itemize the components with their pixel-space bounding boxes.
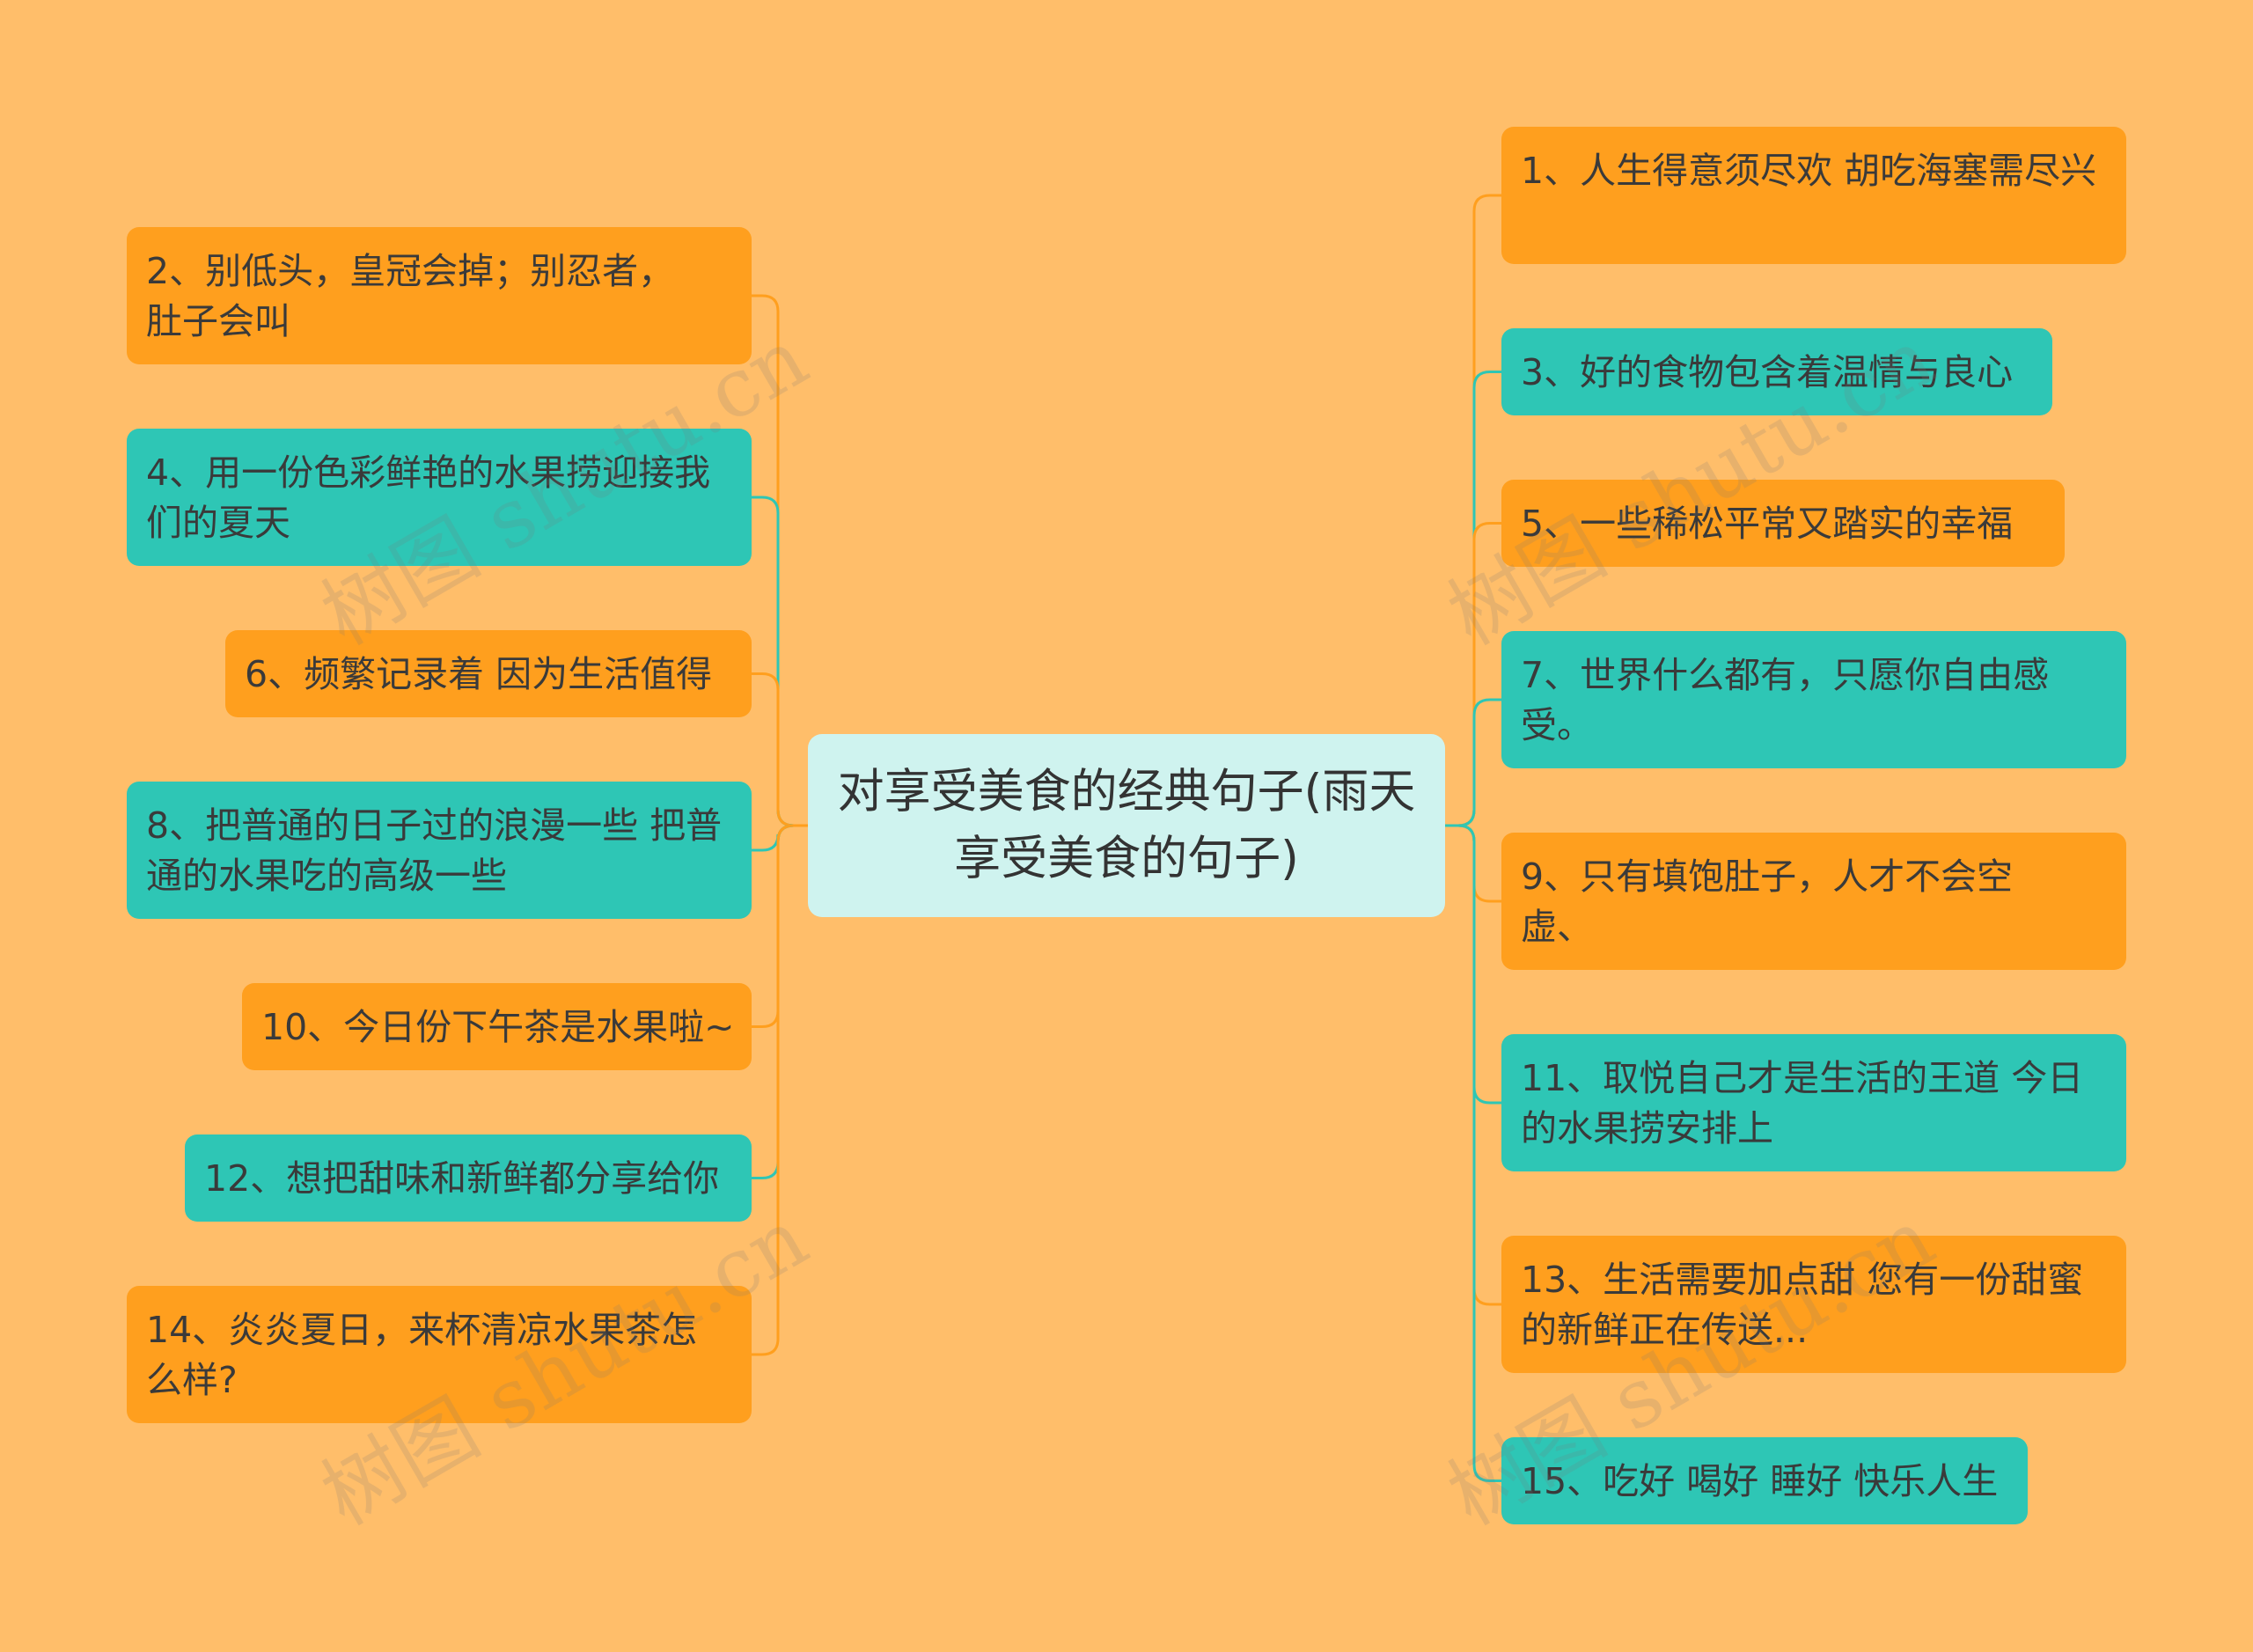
- node-text: 15、吃好 喝好 睡好 快乐人生: [1521, 1460, 1999, 1502]
- connector-line: [752, 824, 808, 1356]
- connector-line: [752, 824, 808, 1179]
- right-node-7[interactable]: 7、世界什么都有，只愿你自由感受。: [1501, 631, 2126, 768]
- right-node-9[interactable]: 9、只有填饱肚子，人才不会空虚、: [1501, 833, 2126, 970]
- node-text: 6、频繁记录着 因为生活值得: [245, 653, 713, 695]
- node-text: 7、世界什么都有，只愿你自由感受。: [1521, 654, 2050, 746]
- right-node-1[interactable]: 1、人生得意须尽欢 胡吃海塞需尽兴: [1501, 127, 2126, 264]
- left-node-2[interactable]: 2、别低头，皇冠会掉；别忍者，肚子会叫: [127, 227, 752, 364]
- connector-line: [752, 294, 808, 827]
- connector-line: [752, 672, 808, 827]
- right-node-13[interactable]: 13、生活需要加点甜 您有一份甜蜜的新鲜正在传送...: [1501, 1236, 2126, 1373]
- connector-line: [752, 824, 808, 1028]
- left-node-14[interactable]: 14、炎炎夏日，来杯清凉水果茶怎么样?: [127, 1286, 752, 1423]
- node-text: 4、用一份色彩鲜艳的水果捞迎接我们的夏天: [146, 452, 711, 544]
- connector-line: [752, 824, 808, 852]
- node-text: 12、想把甜味和新鲜都分享给你: [204, 1157, 720, 1200]
- left-node-8[interactable]: 8、把普通的日子过的浪漫一些 把普通的水果吃的高级一些: [127, 782, 752, 919]
- right-node-15[interactable]: 15、吃好 喝好 睡好 快乐人生: [1501, 1437, 2028, 1524]
- node-text: 14、炎炎夏日，来杯清凉水果茶怎么样?: [146, 1309, 698, 1401]
- left-node-4[interactable]: 4、用一份色彩鲜艳的水果捞迎接我们的夏天: [127, 429, 752, 566]
- node-text: 9、只有填饱肚子，人才不会空虚、: [1521, 855, 2014, 948]
- node-text: 13、生活需要加点甜 您有一份甜蜜的新鲜正在传送...: [1521, 1259, 2084, 1351]
- left-node-6[interactable]: 6、频繁记录着 因为生活值得: [225, 630, 752, 717]
- right-node-3[interactable]: 3、好的食物包含着温情与良心: [1501, 328, 2052, 415]
- node-text: 10、今日份下午茶是水果啦~: [261, 1006, 735, 1048]
- node-text: 2、别低头，皇冠会掉；别忍者，肚子会叫: [146, 250, 675, 342]
- left-node-10[interactable]: 10、今日份下午茶是水果啦~: [242, 983, 752, 1070]
- node-text: 1、人生得意须尽欢 胡吃海塞需尽兴: [1521, 150, 2097, 192]
- right-node-5[interactable]: 5、一些稀松平常又踏实的幸福: [1501, 480, 2065, 567]
- node-text: 3、好的食物包含着温情与良心: [1521, 351, 2014, 393]
- node-text: 8、把普通的日子过的浪漫一些 把普通的水果吃的高级一些: [146, 804, 723, 897]
- left-node-12[interactable]: 12、想把甜味和新鲜都分享给你: [185, 1134, 752, 1222]
- node-text: 5、一些稀松平常又踏实的幸福: [1521, 503, 2014, 545]
- connector-line: [1445, 824, 1501, 1482]
- connector-line: [752, 496, 808, 827]
- connector-line: [1445, 698, 1501, 827]
- node-text: 11、取悦自己才是生活的王道 今日的水果捞安排上: [1521, 1057, 2084, 1149]
- central-topic-text: 对享受美食的经典句子(雨天享受美食的句子): [837, 765, 1416, 885]
- central-topic[interactable]: 对享受美食的经典句子(雨天享受美食的句子): [808, 734, 1445, 917]
- right-node-11[interactable]: 11、取悦自己才是生活的王道 今日的水果捞安排上: [1501, 1034, 2126, 1171]
